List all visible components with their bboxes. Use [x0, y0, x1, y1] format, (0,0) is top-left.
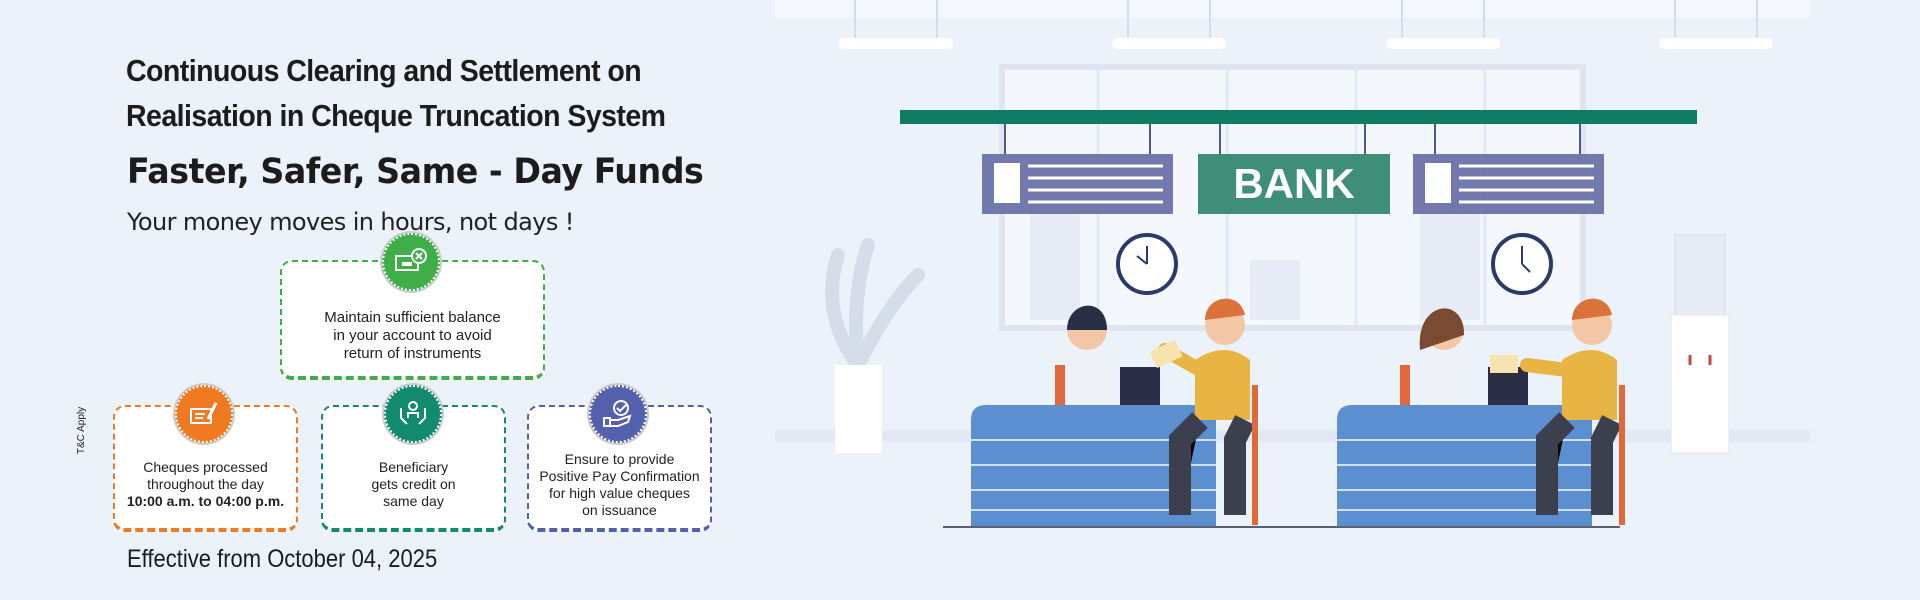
card-text: throughout the day [147, 476, 264, 492]
bank-sign: BANK [1198, 154, 1390, 214]
desk-right [1337, 405, 1592, 527]
desk-left [971, 405, 1216, 527]
headline: Faster, Safer, Same - Day Funds [127, 152, 704, 192]
cheque-pen-icon [175, 385, 233, 443]
card-text: Beneficiary [378, 459, 449, 475]
card-text: for high value cheques [549, 484, 690, 501]
card-text: in your account to avoid [333, 327, 492, 344]
card-text: Ensure to provide [564, 450, 675, 467]
teller-right [1400, 308, 1470, 410]
hands-person-icon [384, 385, 442, 443]
hand-check-icon [589, 385, 647, 443]
clock-icon [1116, 233, 1178, 295]
counter-sign-right [1413, 154, 1604, 214]
customer-left [1149, 298, 1258, 525]
ceiling [775, 0, 1810, 18]
sign-rail [900, 110, 1697, 124]
card-text: Positive Pay Confirmation [539, 467, 700, 484]
card-text: gets credit on [371, 476, 456, 492]
card-text: 10:00 a.m. to 04:00 p.m. [126, 493, 285, 509]
customer-right [1490, 298, 1625, 525]
title-line: Continuous Clearing and Settlement on [126, 53, 642, 88]
bank-sign-text: BANK [1233, 160, 1354, 207]
card-text: same day [383, 493, 444, 509]
water-cooler [1670, 234, 1730, 454]
clock-icon [1491, 233, 1553, 295]
cheque-cross-icon [382, 233, 440, 291]
card-text: Maintain sufficient balance [324, 309, 501, 326]
tagline: Your money moves in hours, not days ! [127, 208, 574, 236]
counter-sign-left [982, 154, 1173, 214]
card-text: Cheques processed [143, 459, 268, 475]
ceiling-lights [854, 0, 1758, 38]
teller-left [1055, 305, 1112, 410]
card-text: on issuance [582, 501, 657, 518]
page-title: Continuous Clearing and Settlement on Re… [126, 48, 666, 138]
card-text: return of instruments [343, 345, 482, 362]
title-line: Realisation in Cheque Truncation System [126, 98, 666, 133]
effective-date: Effective from October 04, 2025 [127, 545, 438, 573]
plant [825, 238, 925, 453]
